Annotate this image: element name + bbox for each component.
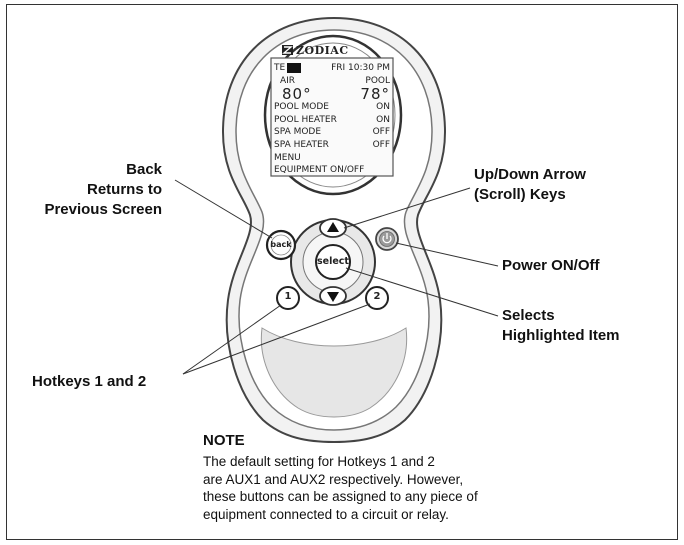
hotkey-2-button	[365, 286, 389, 310]
up-arrow-icon	[327, 222, 339, 232]
note-line: The default setting for Hotkeys 1 and 2	[203, 454, 435, 469]
back-button-label: back	[270, 240, 292, 249]
lcd-row-value: ON	[376, 102, 390, 113]
lcd-row-value: ON	[376, 114, 390, 125]
lcd-highlight-block	[287, 62, 302, 73]
back-callout-line-3: Previous Screen	[44, 201, 162, 218]
lcd-row-label: SPA HEATER	[274, 139, 329, 150]
lcd-status-time: FRI 10:30 PM	[331, 63, 390, 73]
note-body: The default setting for Hotkeys 1 and 2 …	[203, 453, 563, 523]
selects-callout-label: Selects Highlighted Item	[502, 306, 620, 346]
power-callout-label: Power ON/Off	[502, 257, 600, 274]
lcd-pool-temp: 78°	[360, 85, 390, 104]
lcd-screen: TE FRI 10:30 PM AIR POOL 80° 78° POOL MO…	[274, 62, 390, 177]
lcd-temp-row: 80° 78°	[274, 85, 390, 104]
lcd-menu-row: SPA HEATER OFF	[274, 139, 390, 152]
brand-logo-text: ZODIAC	[296, 44, 349, 57]
select-button	[315, 244, 351, 280]
hotkey-1-label: 1	[284, 291, 292, 302]
lcd-row-label: SPA MODE	[274, 127, 322, 138]
note-line: are AUX1 and AUX2 respectively. However,	[203, 471, 464, 487]
selects-callout-line	[345, 267, 499, 317]
selects-callout-line-1: Selects	[502, 307, 555, 324]
hotkeys-callout-line-2	[182, 303, 371, 375]
lcd-pool-label: POOL	[365, 75, 390, 86]
power-callout-line	[395, 242, 499, 267]
updown-callout-label: Up/Down Arrow (Scroll) Keys	[474, 165, 586, 205]
back-callout-line	[174, 179, 273, 239]
lcd-label-row: AIR POOL	[274, 75, 390, 88]
updown-callout-line-2: (Scroll) Keys	[474, 186, 566, 203]
lcd-row-label: POOL MODE	[274, 102, 329, 113]
hotkeys-callout-line-1	[182, 304, 282, 375]
lcd-row-label: POOL HEATER	[274, 114, 337, 125]
lcd-status-row: TE FRI 10:30 PM	[274, 62, 390, 75]
selects-callout-line-2: Highlighted Item	[502, 327, 620, 344]
lcd-menu-row: POOL MODE ON	[274, 101, 390, 114]
back-callout-label: Back Returns to Previous Screen	[30, 160, 162, 220]
lcd-menu-row: POOL HEATER ON	[274, 114, 390, 127]
updown-callout-line-1: Up/Down Arrow	[474, 166, 586, 183]
updown-callout-line	[343, 187, 471, 229]
lcd-frame	[270, 57, 394, 177]
lcd-row-value: OFF	[372, 127, 390, 138]
hotkey-2-label: 2	[373, 291, 381, 302]
lcd-air-temp: 80°	[282, 85, 312, 104]
back-callout-line-2: Returns to	[87, 181, 162, 198]
lcd-menu-row: MENU	[274, 152, 390, 165]
power-icon	[382, 235, 392, 244]
hotkeys-callout-label: Hotkeys 1 and 2	[32, 373, 147, 390]
lcd-menu-row: SPA MODE OFF	[274, 126, 390, 139]
lcd-row-label: MENU	[274, 152, 301, 163]
note-line: these buttons can be assigned to any pie…	[203, 489, 478, 504]
back-callout-line-1: Back	[126, 161, 162, 178]
lcd-row-value: OFF	[372, 139, 390, 150]
lcd-row-label: EQUIPMENT ON/OFF	[274, 165, 365, 176]
note-title: NOTE	[203, 432, 245, 449]
remote-lower-panel	[260, 327, 408, 418]
select-button-label: select	[317, 256, 349, 267]
lcd-air-label: AIR	[280, 75, 296, 86]
lcd-menu-row: EQUIPMENT ON/OFF	[274, 164, 390, 177]
hotkey-1-button	[276, 286, 300, 310]
figure-frame	[6, 4, 678, 540]
note-line: equipment connected to a circuit or rela…	[203, 506, 449, 522]
lcd-status-prefix: TE	[274, 63, 286, 73]
down-arrow-icon	[327, 292, 339, 302]
